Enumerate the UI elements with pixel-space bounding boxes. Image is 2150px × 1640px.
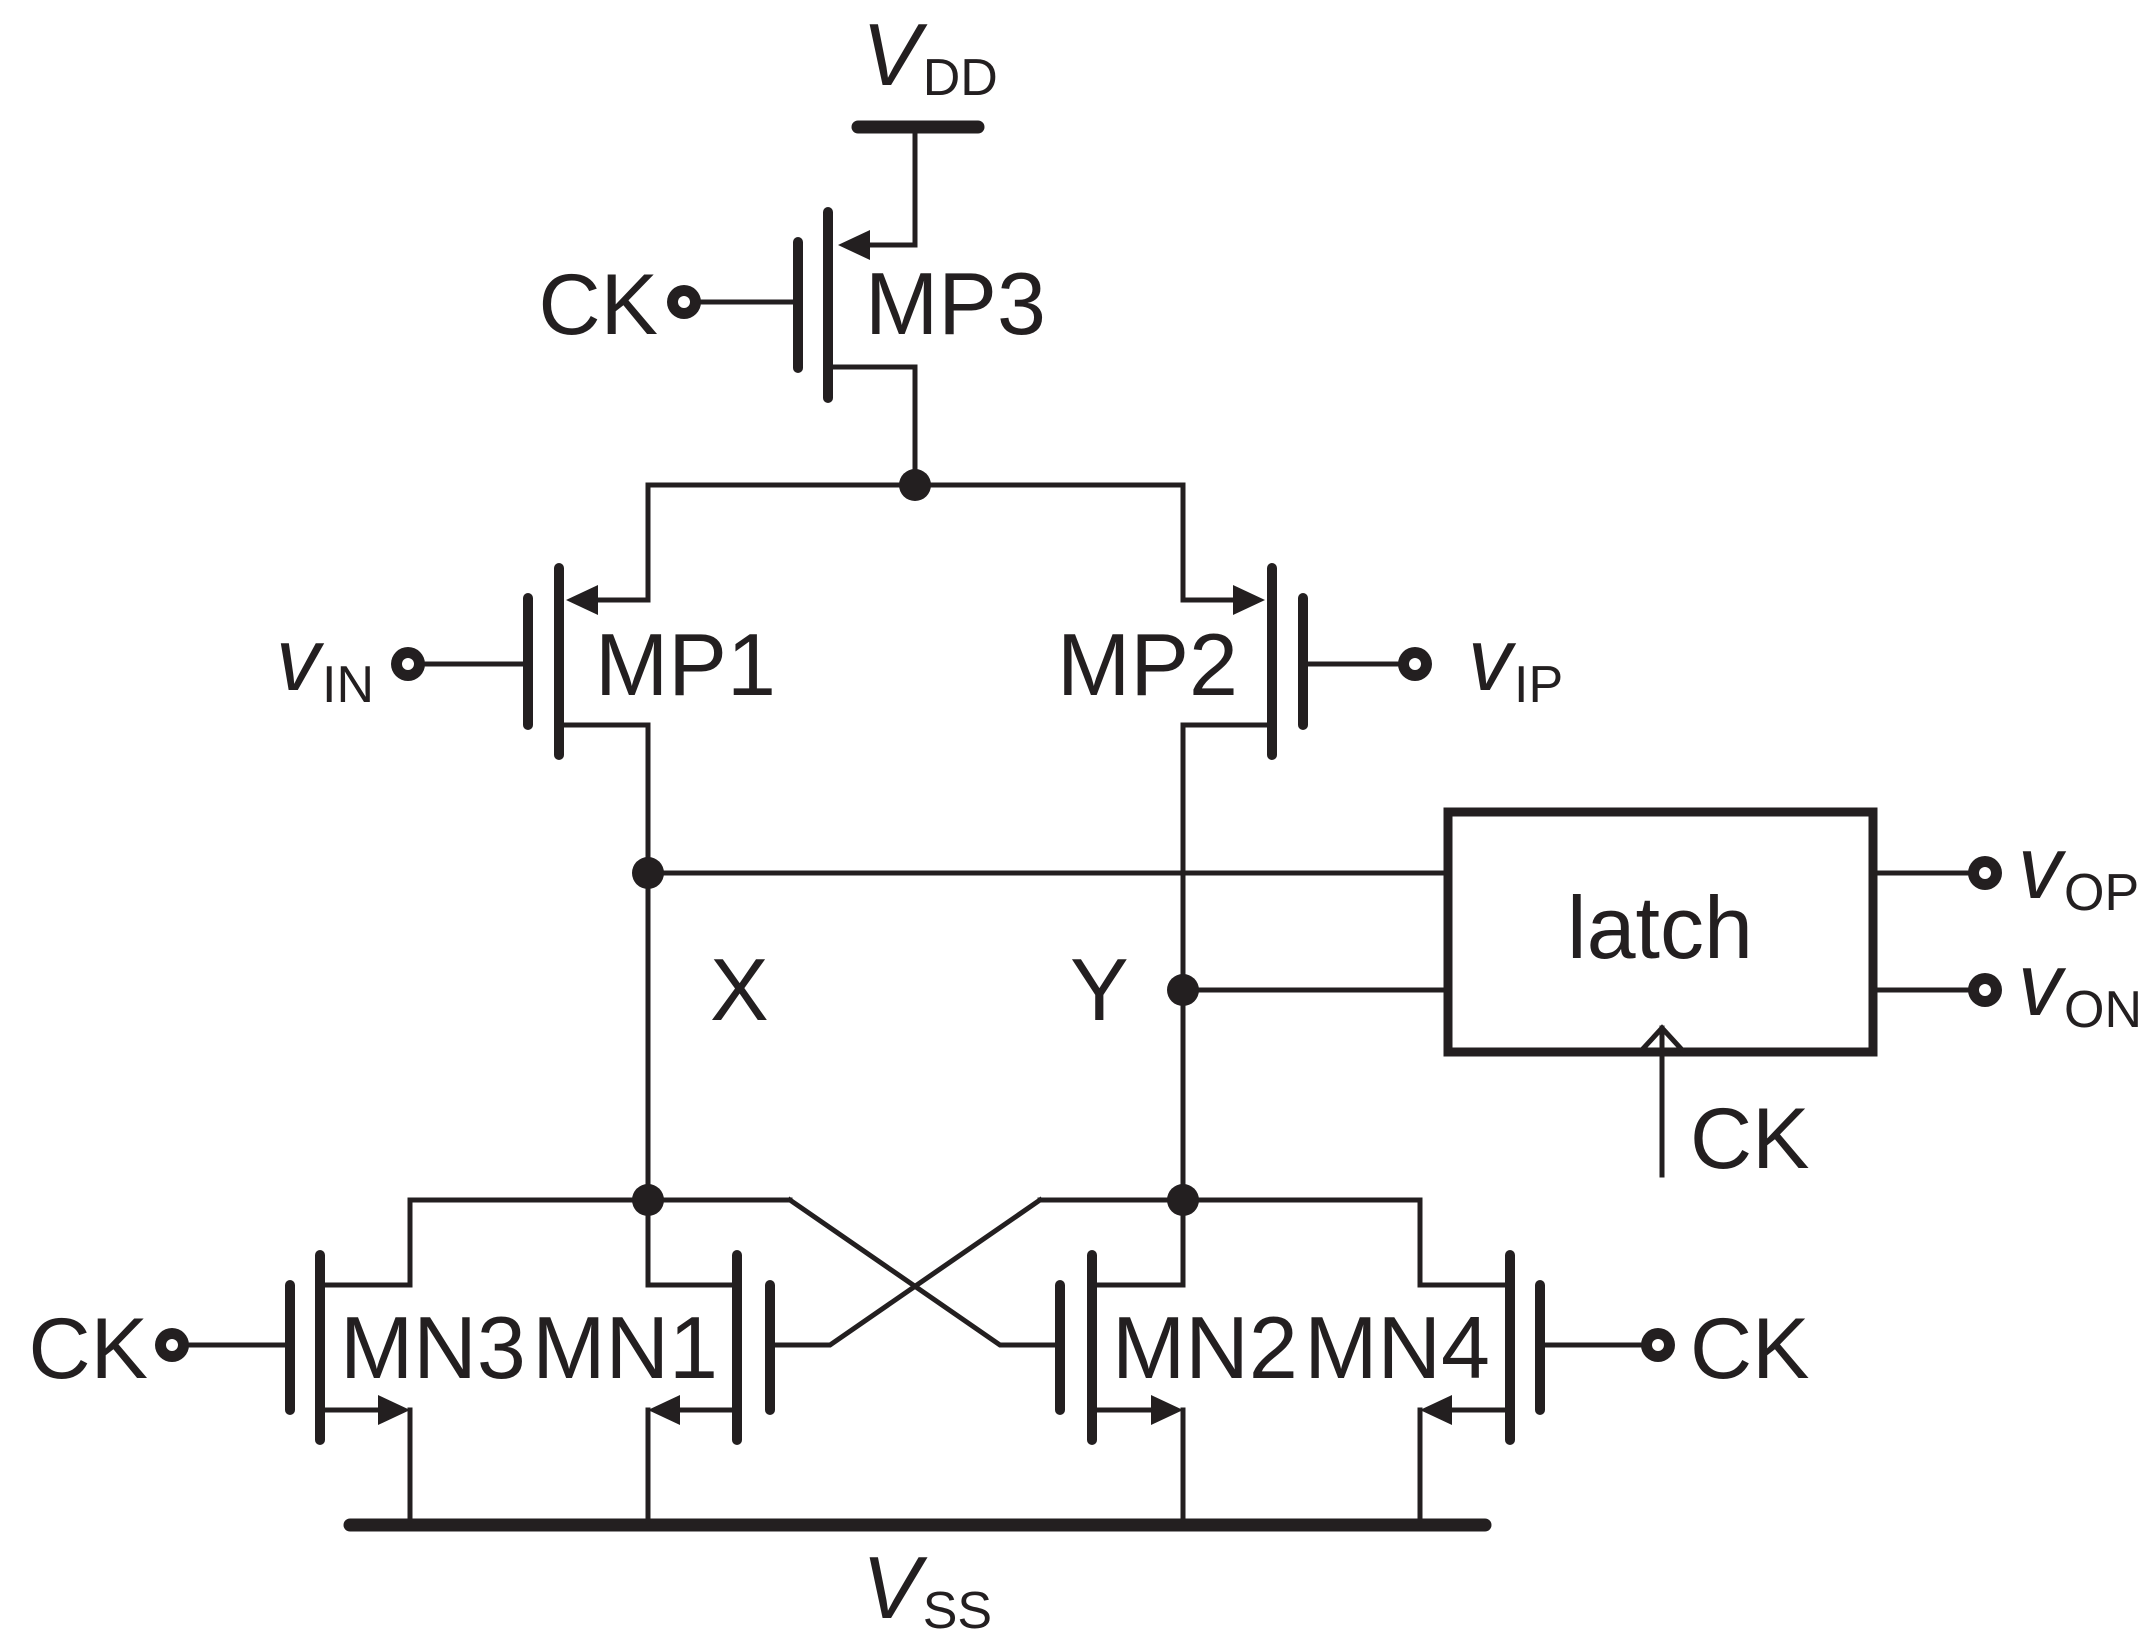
mp2-label: MP2 xyxy=(1057,615,1238,714)
transistor-mn2 xyxy=(1055,1197,1186,1528)
latch-label: latch xyxy=(1567,878,1753,977)
vdd-label: VDD xyxy=(862,5,998,107)
ck-label-mn4: CK xyxy=(1690,1301,1809,1397)
terminal-ck-mn4[interactable] xyxy=(1641,1328,1675,1362)
terminals xyxy=(155,285,2002,1362)
terminal-vin[interactable] xyxy=(391,647,425,681)
vop-label: vOP xyxy=(2018,818,2139,922)
transistor-mp1 xyxy=(405,563,651,1203)
mp3-label: MP3 xyxy=(865,254,1046,353)
terminal-ck-mn3[interactable] xyxy=(155,1328,189,1362)
vdd-rail xyxy=(838,120,985,260)
node-y-label: Y xyxy=(1070,940,1129,1039)
vss-label: VSS xyxy=(862,1538,992,1640)
mn2-label: MN2 xyxy=(1112,1298,1298,1397)
vip-label: vIP xyxy=(1468,610,1563,714)
ck-label-mn3: CK xyxy=(29,1301,148,1397)
von-label: vON xyxy=(2018,935,2142,1039)
vin-label: vIN xyxy=(276,610,374,714)
ck-label-mp3: CK xyxy=(539,257,658,353)
latch-block xyxy=(1443,807,1983,1178)
terminal-vip[interactable] xyxy=(1398,647,1432,681)
mn3-label: MN3 xyxy=(340,1298,526,1397)
mp1-label: MP1 xyxy=(595,615,776,714)
transistor-mn4 xyxy=(1417,1250,1653,1528)
transistor-mn1 xyxy=(645,1197,775,1528)
node-x-label: X xyxy=(710,940,769,1039)
mn4-label: MN4 xyxy=(1304,1298,1490,1397)
node-wires xyxy=(632,857,1451,1006)
terminal-vop[interactable] xyxy=(1968,856,2002,890)
transistor-mp2 xyxy=(1180,563,1418,1203)
terminal-von[interactable] xyxy=(1968,973,2002,1007)
transistor-mn3 xyxy=(177,1250,413,1528)
terminal-ck-mp3[interactable] xyxy=(667,285,701,319)
source-node-wires xyxy=(645,469,1186,603)
bottom-wires xyxy=(407,1184,1423,1348)
ck-label-latch: CK xyxy=(1690,1091,1809,1187)
transistor-mp3 xyxy=(681,207,918,488)
mn1-label: MN1 xyxy=(532,1298,718,1397)
